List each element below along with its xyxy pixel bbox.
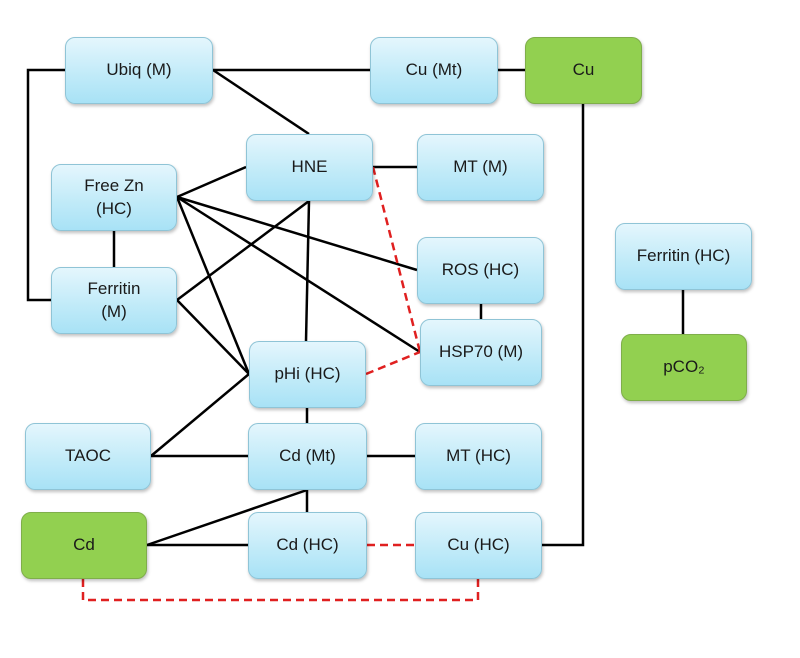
node-mt-m[interactable]: MT (M) — [417, 134, 544, 201]
node-ferritin-m[interactable]: Ferritin (M) — [51, 267, 177, 334]
node-cu-hc[interactable]: Cu (HC) — [415, 512, 542, 579]
edge-ubiq-m-to-hne — [212, 68, 310, 136]
node-ubiq-m[interactable]: Ubiq (M) — [65, 37, 213, 104]
node-label: Cu (HC) — [447, 535, 510, 555]
node-ros-hc[interactable]: ROS (HC) — [417, 237, 544, 304]
edge-hne-to-phi-hc — [304, 200, 311, 342]
node-mt-hc[interactable]: MT (HC) — [415, 423, 542, 490]
node-label: pHi (HC) — [274, 364, 341, 384]
edge-phi-hc-to-hsp70-m — [365, 350, 421, 376]
node-label: Cu (Mt) — [405, 60, 463, 80]
node-label: MT (HC) — [446, 446, 511, 466]
node-cd[interactable]: Cd — [21, 512, 147, 579]
node-label: TAOC — [65, 446, 111, 466]
node-ferritin-hc[interactable]: Ferritin (HC) — [615, 223, 752, 290]
node-label: HSP70 (M) — [438, 342, 524, 362]
edge-hne-to-hsp70-m — [371, 166, 422, 353]
edge-cd-to-cu-hc — [81, 579, 480, 602]
node-phi-hc[interactable]: pHi (HC) — [249, 341, 366, 408]
node-label: Cd (Mt) — [279, 446, 336, 466]
node-label: HNE — [291, 157, 328, 177]
node-hsp70-m[interactable]: HSP70 (M) — [420, 319, 542, 386]
node-label: ROS (HC) — [441, 260, 520, 280]
node-taoc[interactable]: TAOC — [25, 423, 151, 490]
node-label: pCO₂ — [663, 357, 705, 377]
node-label: Cd — [73, 535, 95, 555]
node-cu[interactable]: Cu — [525, 37, 642, 104]
edge-ferritin-m-to-phi-hc — [176, 299, 250, 375]
node-label: Ubiq (M) — [106, 60, 172, 80]
node-cd-mt[interactable]: Cd (Mt) — [248, 423, 367, 490]
node-label: Ferritin (HC) — [636, 246, 731, 266]
node-cu-mt[interactable]: Cu (Mt) — [370, 37, 498, 104]
node-label: Cu — [572, 60, 595, 80]
node-free-zn-hc[interactable]: Free Zn (HC) — [51, 164, 177, 231]
node-hne[interactable]: HNE — [246, 134, 373, 201]
edge-free-zn-hc-to-phi-hc — [175, 196, 251, 375]
node-cd-hc[interactable]: Cd (HC) — [248, 512, 367, 579]
edge-free-zn-hc-to-ros-hc — [176, 195, 418, 272]
edge-cu-to-cu-hc — [542, 104, 585, 547]
node-label: Ferritin (M) — [87, 278, 141, 321]
node-label: Cd (HC) — [276, 535, 339, 555]
edge-free-zn-hc-to-hne — [176, 165, 247, 199]
node-pco2[interactable]: pCO₂ — [621, 334, 747, 401]
edge-free-zn-hc-to-hsp70-m — [176, 195, 421, 354]
node-label: MT (M) — [453, 157, 508, 177]
edge-cd-to-cd-mt — [146, 488, 308, 547]
edge-taoc-to-phi-hc — [150, 373, 250, 457]
edge-ferritin-m-to-hne — [176, 200, 310, 301]
edge-ubiq-m-to-ferritin-m — [26, 68, 65, 302]
node-label: Free Zn (HC) — [84, 175, 144, 218]
